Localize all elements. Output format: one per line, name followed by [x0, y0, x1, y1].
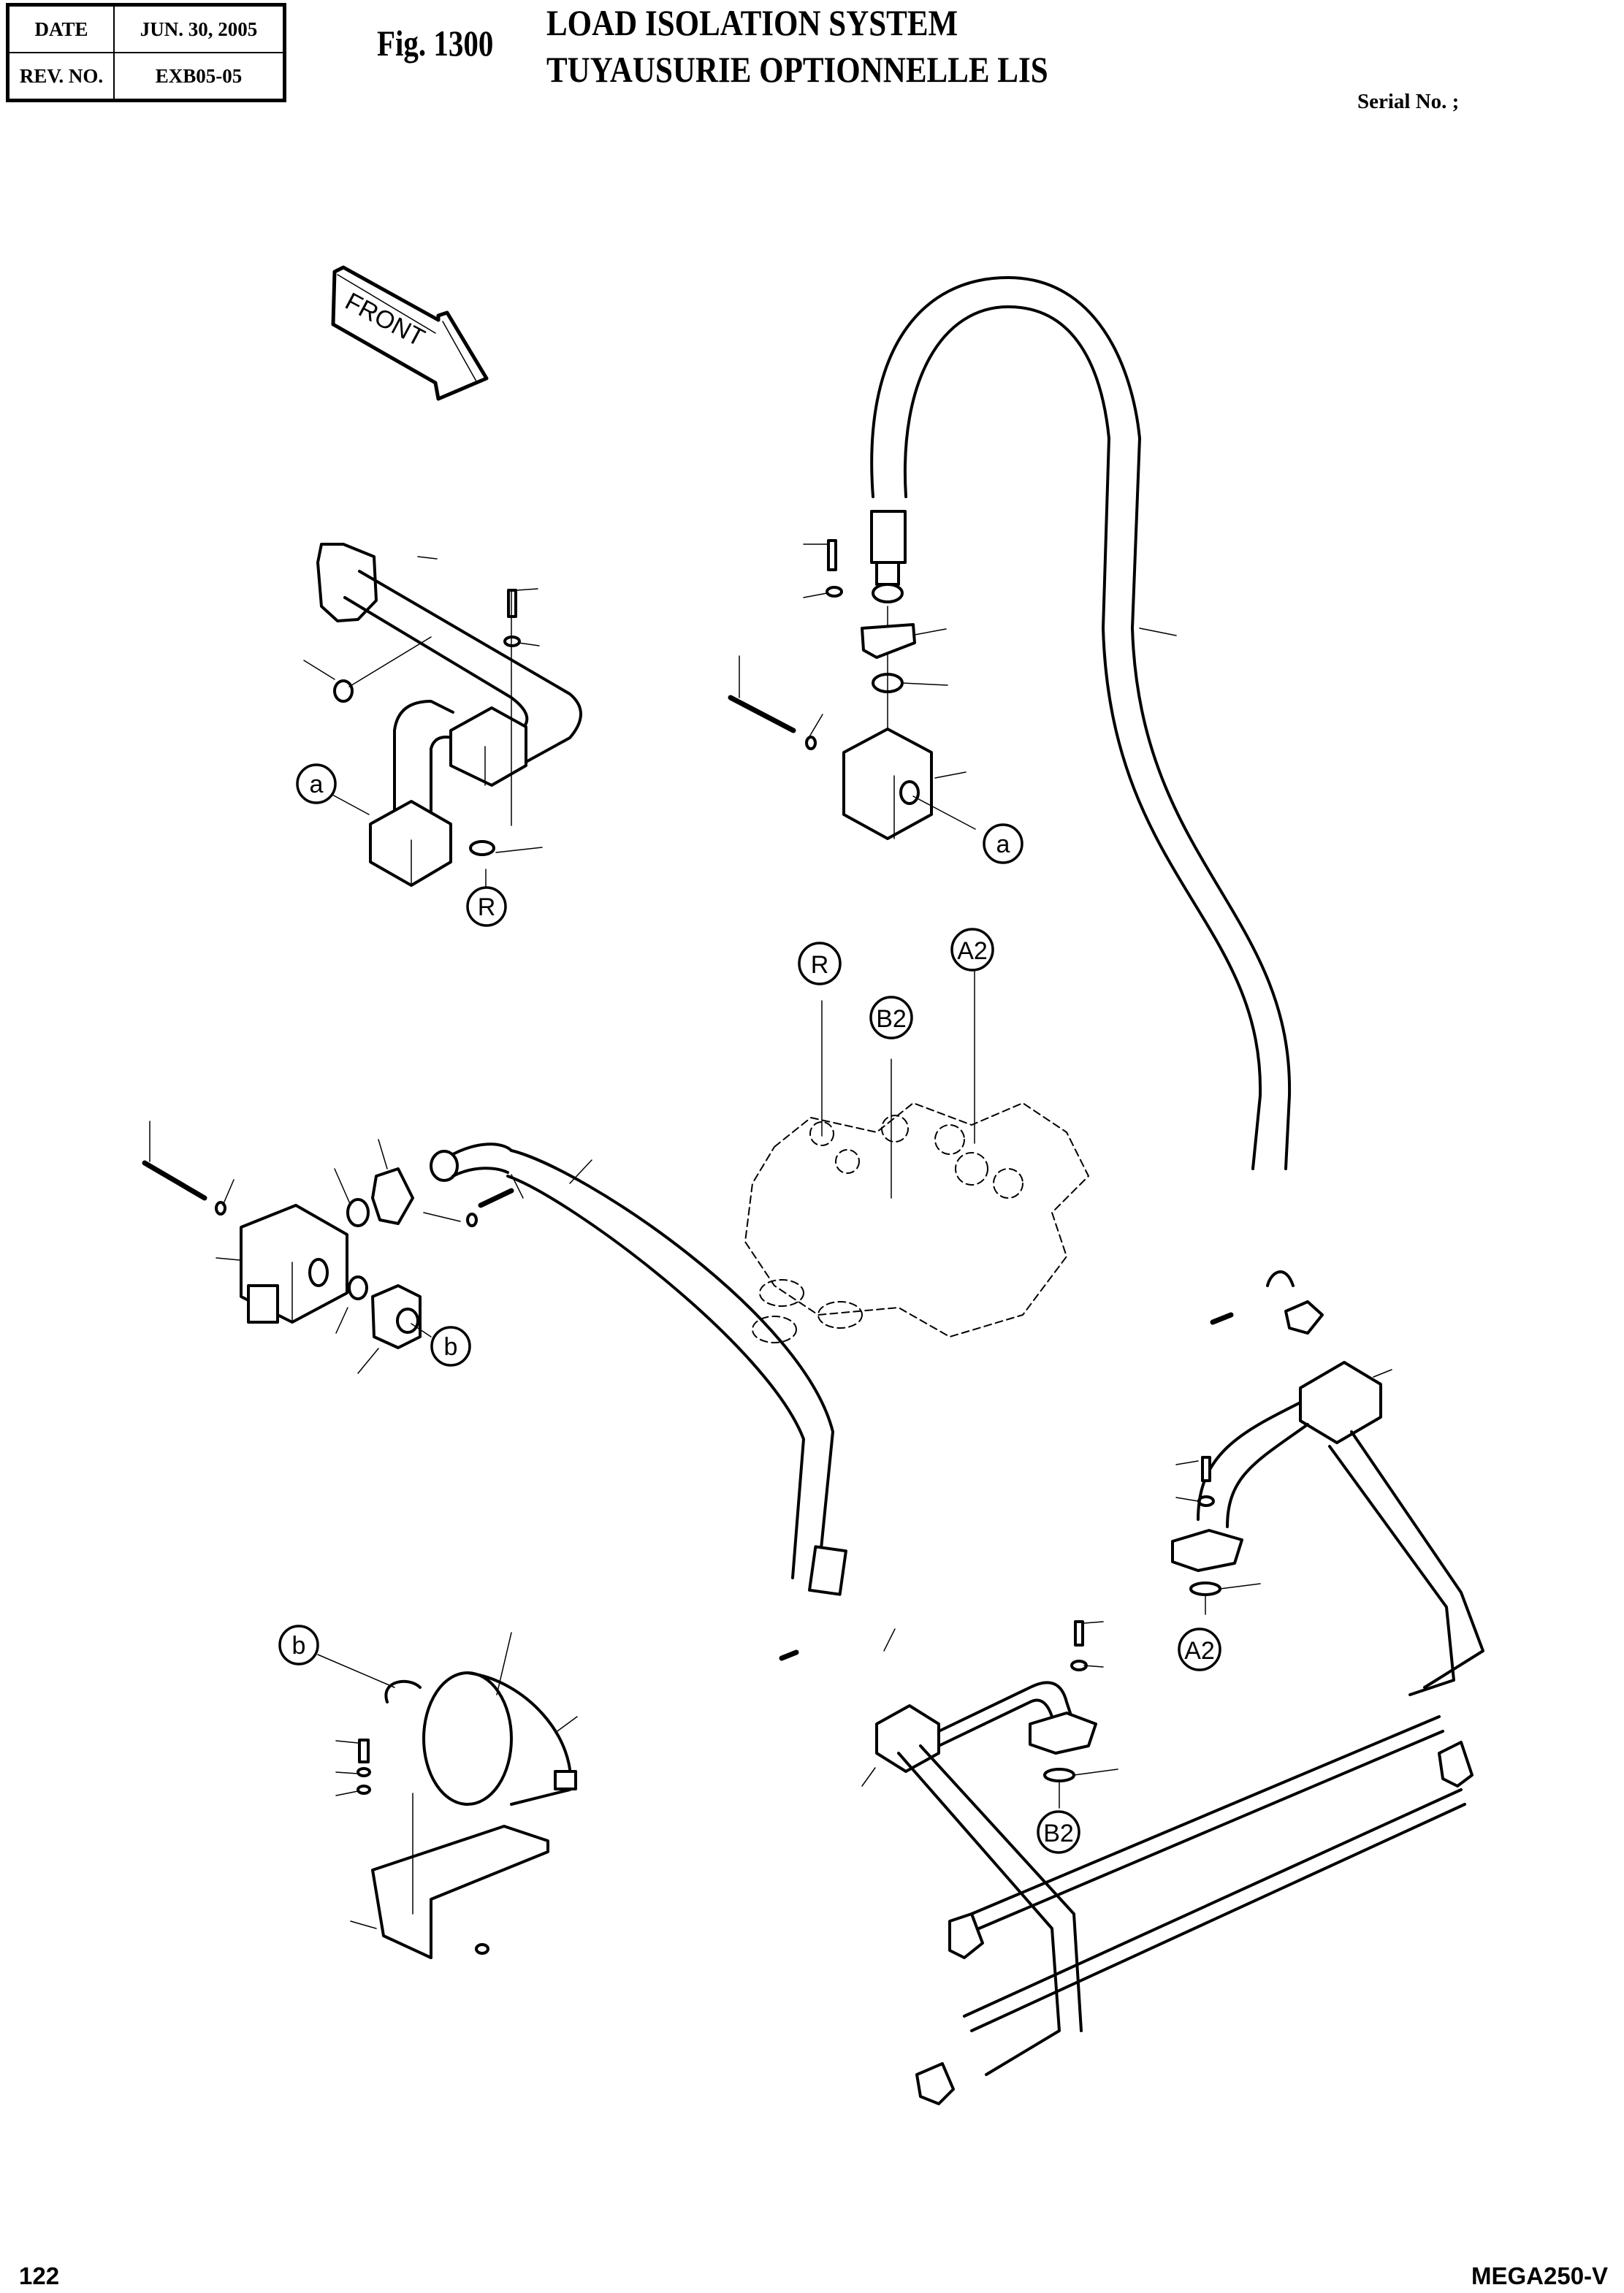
callout-a2-lower: A2 [1178, 1628, 1221, 1671]
callout-a2-valve: A2 [950, 928, 994, 972]
top-left-pipe-assembly [303, 543, 582, 890]
svg-text:B2: B2 [1043, 1820, 1074, 1847]
hose-mid [506, 1149, 847, 1596]
callout-b-accumulator: b [278, 1625, 319, 1666]
page-number: 122 [19, 2262, 60, 2289]
svg-text:R: R [811, 951, 829, 979]
svg-text:b: b [292, 1632, 306, 1660]
revision-table: DATE JUN. 30, 2005 REV. NO. EXB05-05 [6, 3, 286, 102]
callout-b2-valve: B2 [869, 996, 913, 1039]
callout-b-mid-left: b [430, 1326, 471, 1367]
date-value: JUN. 30, 2005 [113, 4, 286, 53]
control-valve [744, 1102, 1089, 1343]
svg-text:R: R [478, 893, 496, 921]
lower-pipe-assembly [779, 1270, 1484, 2105]
model-name: MEGA250-V [1471, 2262, 1609, 2289]
svg-text:b: b [444, 1333, 458, 1361]
callout-b2-lower: B2 [1037, 1810, 1080, 1854]
serial-number-label: Serial No. ; [1357, 90, 1460, 113]
top-center-valve-assembly [728, 276, 1292, 1170]
title-french: TUYAUSURIE OPTIONNELLE LIS [546, 49, 1048, 90]
mid-left-valve-assembly [142, 1121, 524, 1374]
title-english: LOAD ISOLATION SYSTEM [546, 2, 958, 43]
svg-text:B2: B2 [876, 1005, 907, 1033]
svg-text:a: a [310, 771, 324, 798]
svg-text:a: a [996, 831, 1010, 858]
rev-label: REV. NO. [7, 52, 115, 102]
callout-r-top-left: R [466, 886, 507, 927]
date-label: DATE [7, 4, 115, 53]
rev-value: EXB05-05 [113, 52, 286, 102]
accumulator-assembly [317, 1632, 578, 1959]
svg-text:A2: A2 [957, 937, 988, 965]
callout-a-top-left: a [296, 763, 337, 804]
figure-number: Fig. 1300 [377, 23, 494, 64]
front-arrow-icon: FRONT [331, 265, 489, 401]
svg-text:A2: A2 [1184, 1637, 1215, 1665]
callout-r-valve: R [798, 942, 842, 985]
callout-a-top-center: a [983, 823, 1023, 864]
